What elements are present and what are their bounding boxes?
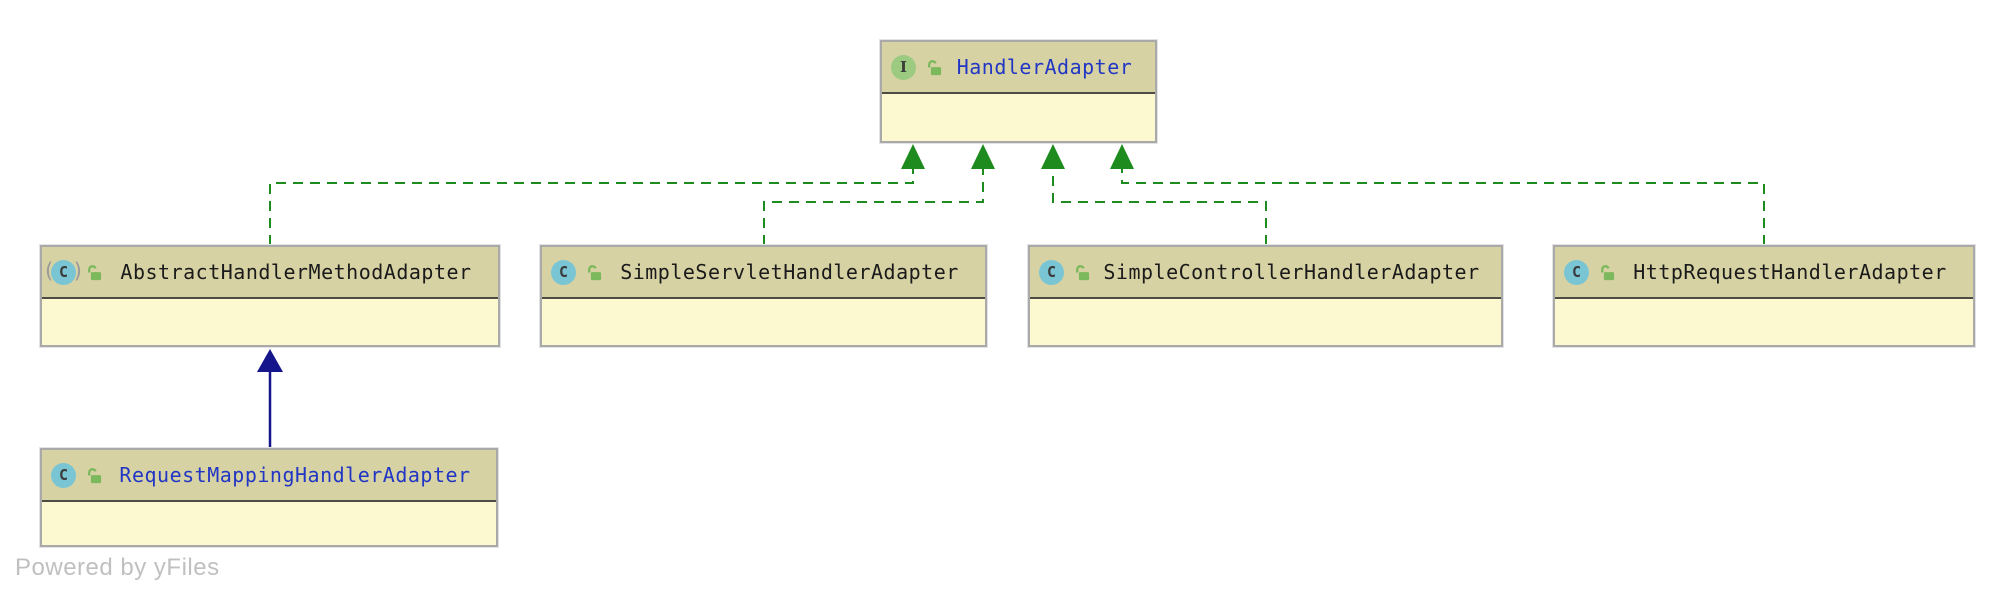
node-members-section xyxy=(42,299,498,345)
class-icon: C xyxy=(551,259,576,285)
class-node-simpleservlethandleradapter[interactable]: C SimpleServletHandlerAdapter xyxy=(540,245,987,347)
arrowhead-icon xyxy=(1041,144,1065,169)
node-header: I HandlerAdapter xyxy=(882,42,1155,94)
node-title: SimpleControllerHandlerAdapter xyxy=(1103,260,1480,284)
node-title: SimpleServletHandlerAdapter xyxy=(620,260,959,284)
node-members-section xyxy=(42,502,496,545)
node-title: HttpRequestHandlerAdapter xyxy=(1633,260,1947,284)
node-members-section xyxy=(542,299,985,345)
class-icon: C xyxy=(1039,259,1064,285)
class-node-requestmappinghandleradapter[interactable]: C RequestMappingHandlerAdapter xyxy=(40,448,498,547)
node-header: C RequestMappingHandlerAdapter xyxy=(42,450,496,502)
edge-realization-httprequesthandleradapter[interactable] xyxy=(1110,144,1765,245)
unlocked-padlock-icon xyxy=(88,264,102,280)
unlocked-padlock-icon xyxy=(1076,264,1090,280)
interface-icon: I xyxy=(891,54,916,80)
yfiles-watermark: Powered by yFiles xyxy=(15,554,220,581)
node-title: RequestMappingHandlerAdapter xyxy=(119,463,471,487)
class-node-httprequesthandleradapter[interactable]: C HttpRequestHandlerAdapter xyxy=(1553,245,1975,347)
class-node-handleradapter[interactable]: I HandlerAdapter xyxy=(880,40,1157,143)
edge-generalization-requestmappinghandleradapter[interactable] xyxy=(257,349,283,448)
class-node-abstracthandlermethodadapter[interactable]: C AbstractHandlerMethodAdapter xyxy=(40,245,500,347)
unlocked-padlock-icon xyxy=(1601,264,1615,280)
arrowhead-icon xyxy=(971,144,995,169)
edge-realization-simpleservlethandleradapter[interactable] xyxy=(763,144,995,245)
edge-realization-simplecontrollerhandleradapter[interactable] xyxy=(1041,144,1267,245)
node-header: C HttpRequestHandlerAdapter xyxy=(1555,247,1973,299)
unlocked-padlock-icon xyxy=(88,467,102,483)
unlocked-padlock-icon xyxy=(588,264,602,280)
unlocked-padlock-icon xyxy=(928,59,942,75)
node-title: AbstractHandlerMethodAdapter xyxy=(120,260,472,284)
arrowhead-icon xyxy=(257,349,283,372)
node-header: C SimpleServletHandlerAdapter xyxy=(542,247,985,299)
class-icon: C xyxy=(1564,259,1589,285)
arrowhead-icon xyxy=(1110,144,1134,169)
class-icon: C xyxy=(51,462,76,488)
abstract-class-icon: C xyxy=(45,259,82,285)
node-header: C SimpleControllerHandlerAdapter xyxy=(1030,247,1501,299)
node-members-section xyxy=(1030,299,1501,345)
node-members-section xyxy=(1555,299,1973,345)
class-node-simplecontrollerhandleradapter[interactable]: C SimpleControllerHandlerAdapter xyxy=(1028,245,1503,347)
node-members-section xyxy=(882,94,1155,141)
arrowhead-icon xyxy=(901,144,925,169)
node-title: HandlerAdapter xyxy=(956,55,1133,79)
node-header: C AbstractHandlerMethodAdapter xyxy=(42,247,498,299)
edge-realization-abstracthandlermethodadapter[interactable] xyxy=(269,144,925,245)
